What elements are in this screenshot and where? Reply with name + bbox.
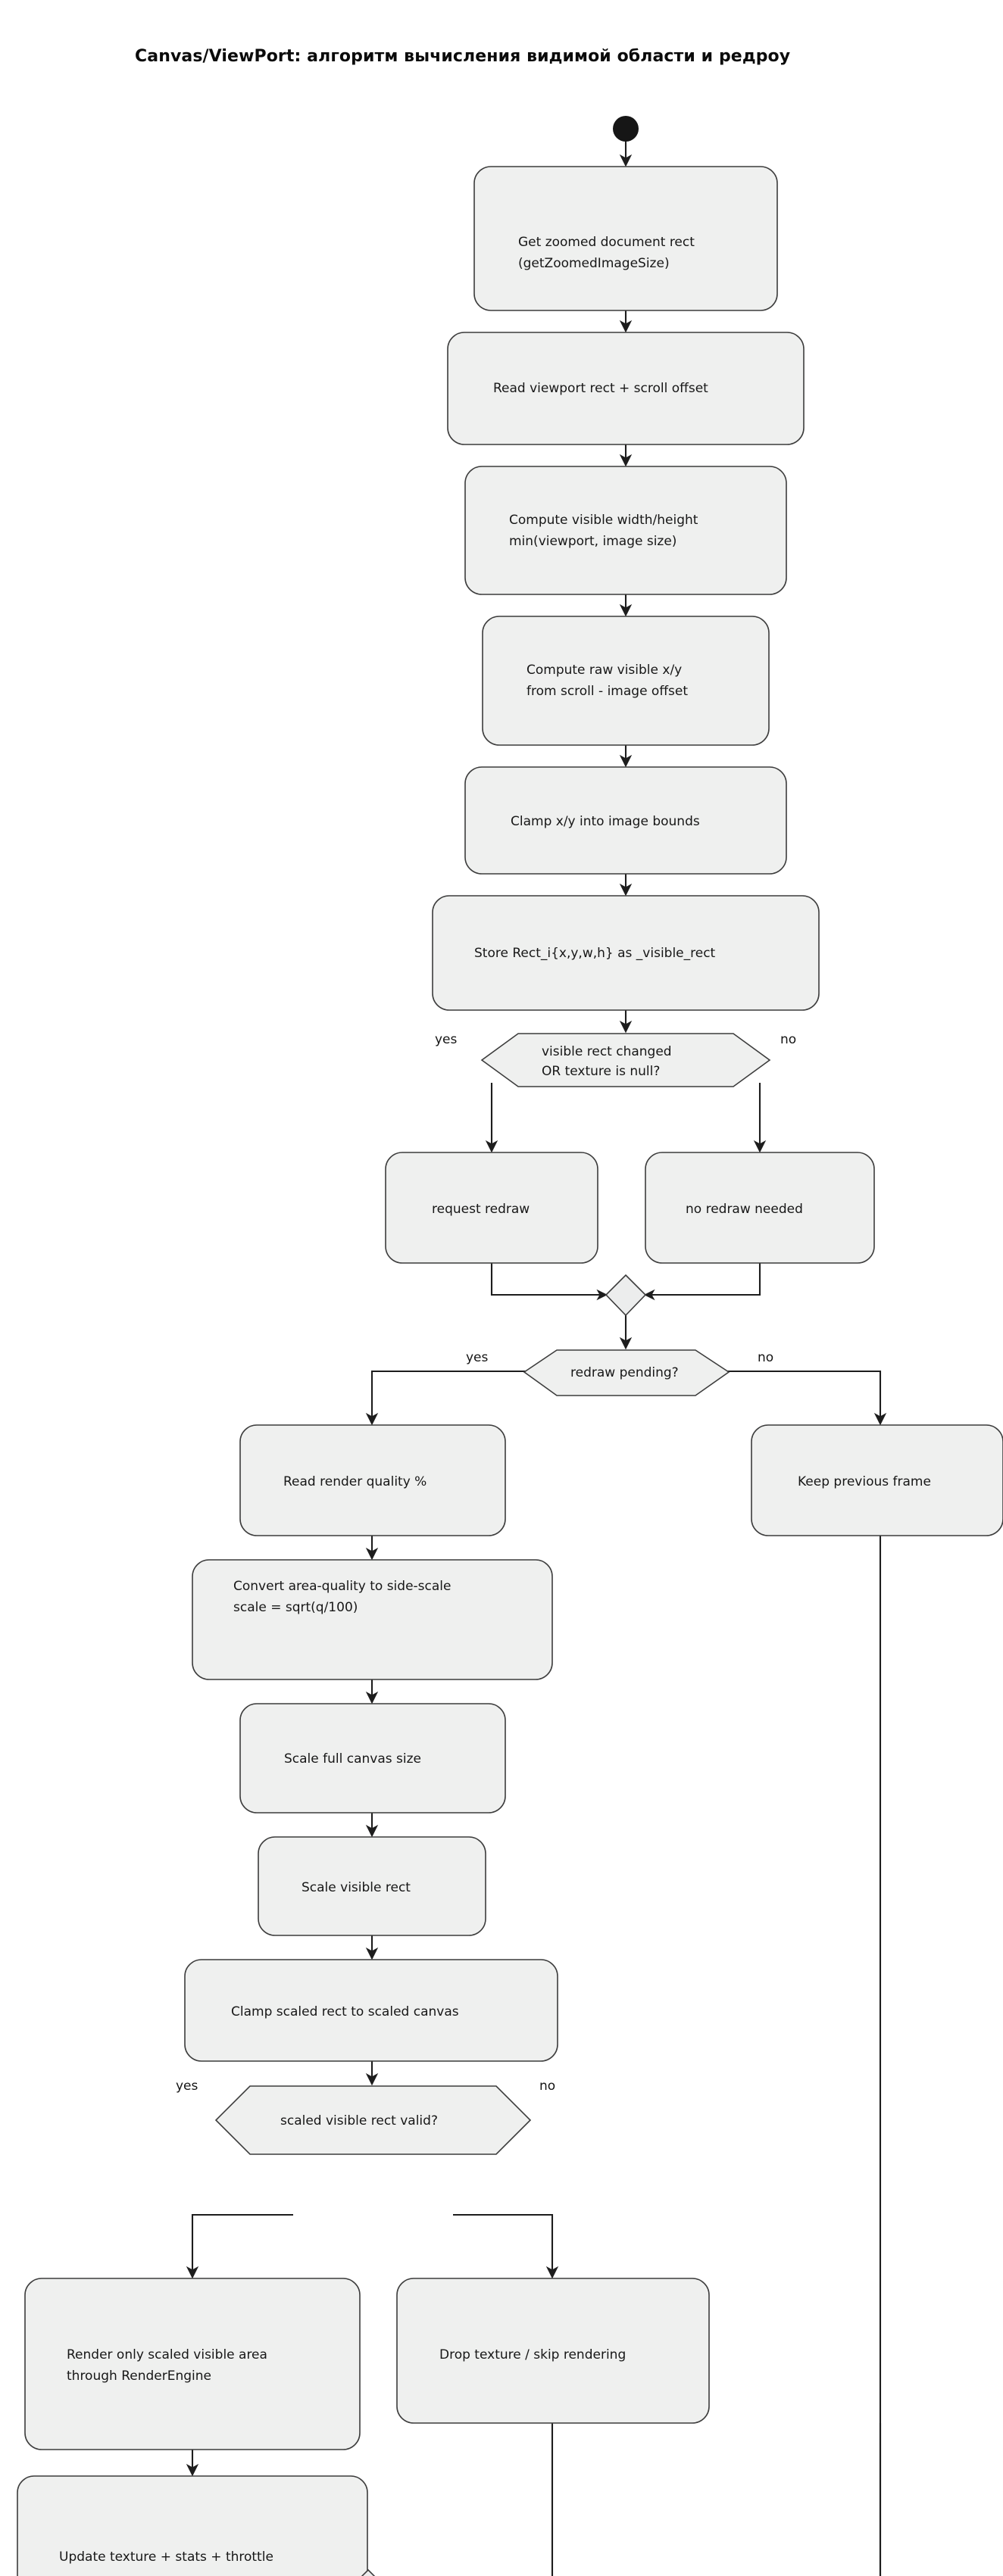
node-scale-full-canvas-size[interactable]: Scale full canvas size xyxy=(239,1703,506,1813)
edge-n8-m1 xyxy=(643,1263,761,1301)
node-label-line1: Read render quality % xyxy=(283,1474,427,1489)
node-label-line2: through RenderEngine xyxy=(67,2369,211,2384)
branch-label-d2-yes: yes xyxy=(466,1350,489,1365)
edge-n16-m2 xyxy=(551,2423,554,2576)
decision-redraw-pending[interactable]: redraw pending? xyxy=(523,1349,730,1396)
edge-d2-n10 xyxy=(718,1370,887,1426)
decision-label-line1: visible rect changed xyxy=(542,1044,672,1059)
edge-d3-n15 xyxy=(186,2213,293,2279)
node-no-redraw-needed[interactable]: no redraw needed xyxy=(645,1152,875,1264)
branch-label-d2-no: no xyxy=(758,1350,773,1365)
node-label-line1: Compute raw visible x/y xyxy=(526,663,682,678)
branch-label-d1-no: no xyxy=(780,1032,796,1047)
node-label-line1: Scale full canvas size xyxy=(284,1751,421,1767)
node-scale-visible-rect[interactable]: Scale visible rect xyxy=(258,1836,486,1936)
edge-d3-n16 xyxy=(453,2213,559,2279)
node-label-line1: Scale visible rect xyxy=(302,1880,411,1895)
edge-d2-n9 xyxy=(365,1370,534,1426)
edge-n10-m3 xyxy=(879,2423,882,2576)
node-get-zoomed-document-rect[interactable]: Get zoomed document rect (getZoomedImage… xyxy=(473,166,778,311)
node-update-texture-stats-throttle[interactable]: Update texture + stats + throttle xyxy=(17,2475,368,2576)
merge-node-1 xyxy=(605,1274,647,1317)
branch-label-d1-yes: yes xyxy=(435,1032,458,1047)
node-label-line1: Convert area-quality to side-scale xyxy=(233,1579,451,1594)
node-label-line2: min(viewport, image size) xyxy=(509,534,676,549)
node-label-line1: Get zoomed document rect xyxy=(518,235,695,250)
node-label-line2: from scroll - image offset xyxy=(526,684,688,699)
decision-label-line2: OR texture is null? xyxy=(542,1064,660,1079)
node-label-line1: request redraw xyxy=(432,1202,530,1217)
node-label-line1: Store Rect_i{x,y,w,h} as _visible_rect xyxy=(474,946,716,961)
node-clamp-scaled-rect[interactable]: Clamp scaled rect to scaled canvas xyxy=(184,1959,558,2062)
node-convert-area-quality[interactable]: Convert area-quality to side-scale scale… xyxy=(192,1559,553,1680)
node-label-line2: (getZoomedImageSize) xyxy=(518,256,670,271)
node-label-line1: no redraw needed xyxy=(686,1202,803,1217)
node-label-line1: Render only scaled visible area xyxy=(67,2347,267,2362)
node-label-line1: Clamp x/y into image bounds xyxy=(511,814,700,829)
node-compute-raw-visible-xy[interactable]: Compute raw visible x/y from scroll - im… xyxy=(482,616,770,746)
node-read-render-quality[interactable]: Read render quality % xyxy=(239,1424,506,1536)
node-request-redraw[interactable]: request redraw xyxy=(385,1152,598,1264)
merge-node-2 xyxy=(361,2568,376,2576)
edge-layer xyxy=(186,140,887,2576)
node-label-line1: Keep previous frame xyxy=(798,1474,931,1489)
node-label-line2: scale = sqrt(q/100) xyxy=(233,1600,358,1615)
node-compute-visible-size[interactable]: Compute visible width/height min(viewpor… xyxy=(464,466,787,595)
branch-label-d3-no: no xyxy=(539,2079,555,2094)
decision-label-line1: scaled visible rect valid? xyxy=(280,2113,438,2128)
branch-label-d3-yes: yes xyxy=(176,2079,198,2094)
node-label-line1: Update texture + stats + throttle xyxy=(59,2549,273,2565)
node-label-line1: Drop texture / skip rendering xyxy=(439,2347,626,2362)
node-label-line1: Compute visible width/height xyxy=(509,513,698,528)
node-render-scaled-visible-area[interactable]: Render only scaled visible area through … xyxy=(24,2278,361,2450)
page-title: Canvas/ViewPort: алгоритм вычисления вид… xyxy=(135,47,791,66)
node-clamp-xy-image-bounds[interactable]: Clamp x/y into image bounds xyxy=(464,766,787,875)
node-label-line1: Read viewport rect + scroll offset xyxy=(493,381,708,396)
decision-visible-rect-changed[interactable]: visible rect changed OR texture is null? xyxy=(480,1033,771,1087)
edge-n7-m1 xyxy=(490,1263,608,1301)
start-node xyxy=(613,116,639,142)
node-drop-texture-skip-rendering[interactable]: Drop texture / skip rendering xyxy=(396,2278,710,2424)
decision-label-line1: redraw pending? xyxy=(570,1365,679,1380)
node-store-visible-rect[interactable]: Store Rect_i{x,y,w,h} as _visible_rect xyxy=(432,895,820,1011)
node-read-viewport-rect[interactable]: Read viewport rect + scroll offset xyxy=(447,332,805,445)
node-keep-previous-frame[interactable]: Keep previous frame xyxy=(751,1424,1003,1536)
decision-scaled-visible-rect-valid[interactable]: scaled visible rect valid? xyxy=(214,2085,532,2155)
node-label-line1: Clamp scaled rect to scaled canvas xyxy=(231,2004,459,2019)
